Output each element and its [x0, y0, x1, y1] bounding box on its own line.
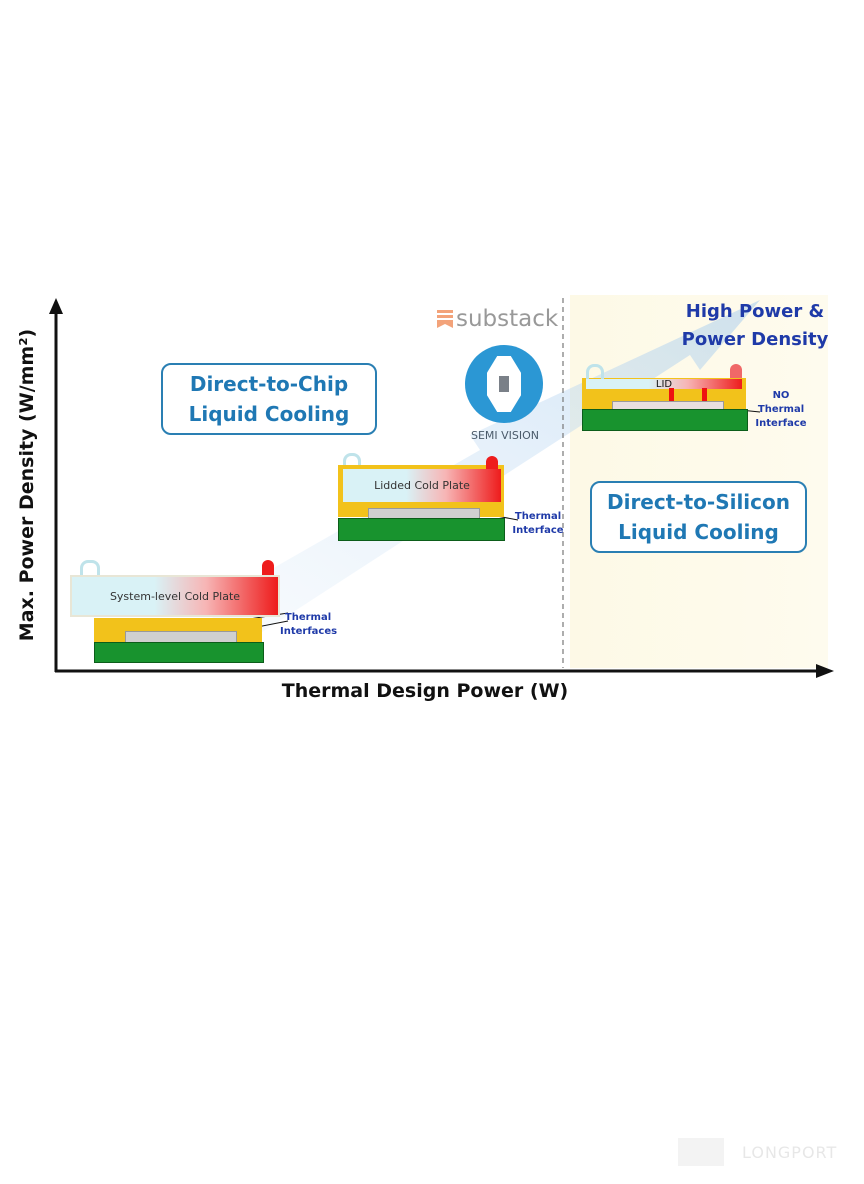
semi-vision-icon [487, 356, 521, 412]
direct-to-chip-callout: Direct-to-Chip Liquid Cooling [161, 363, 377, 435]
note-line: Thermal [514, 511, 562, 522]
cold-plate: System-level Cold Plate [70, 575, 280, 617]
direct-to-silicon-callout: Direct-to-Silicon Liquid Cooling [590, 481, 807, 553]
substack-icon [437, 310, 453, 328]
substack-wordmark: substack [456, 306, 559, 332]
note-line: Thermal [284, 612, 332, 623]
watermark-text: LONGPORT [742, 1142, 838, 1162]
outlet-pipe-icon [486, 456, 498, 470]
thermal-interface-note: Thermal Interface [512, 510, 564, 538]
no-thermal-interface-note: NO Thermal Interface [752, 389, 810, 431]
system-level-diagram: System-level Cold Plate [70, 560, 280, 665]
substack-logo: substack [437, 306, 558, 332]
note-line: Thermal [757, 404, 805, 415]
headline-line: Power Density [681, 329, 829, 350]
callout-line: Liquid Cooling [188, 402, 350, 426]
thermal-interfaces-note: Thermal Interfaces [280, 611, 338, 639]
high-power-headline: High Power & Power Density [680, 298, 830, 354]
coolant-channel [702, 388, 707, 402]
x-axis-arrowhead [816, 664, 834, 678]
inlet-pipe-icon [343, 453, 361, 470]
y-axis-label: Max. Power Density (W/mm²) [16, 328, 38, 642]
cold-plate: Lidded Cold Plate [343, 469, 501, 502]
semi-vision-wordmark: SEMI VISION [470, 429, 540, 442]
note-line: Interfaces [280, 626, 338, 637]
pcb-substrate [582, 409, 748, 431]
longport-icon [678, 1138, 724, 1166]
pcb-substrate [338, 518, 505, 541]
note-line: Interface [512, 525, 564, 536]
headline-line: High Power & [685, 301, 825, 322]
coolant-channel [669, 388, 674, 402]
callout-line: Direct-to-Chip [189, 372, 349, 396]
y-axis-arrowhead [49, 298, 63, 314]
lidded-diagram: Lidded Cold Plate [338, 453, 508, 541]
inlet-pipe-icon [586, 364, 604, 381]
note-line: Interface [755, 418, 807, 429]
callout-line: Direct-to-Silicon [606, 490, 790, 514]
x-axis-label: Thermal Design Power (W) [281, 680, 569, 702]
direct-to-silicon-diagram: LID [582, 364, 752, 432]
inlet-pipe-icon [80, 560, 100, 579]
outlet-pipe-icon [730, 364, 742, 378]
outlet-pipe-icon [262, 560, 274, 576]
pcb-substrate [94, 642, 264, 663]
lid-label: LID [586, 379, 742, 390]
callout-line: Liquid Cooling [618, 520, 779, 544]
semi-vision-logo [465, 345, 543, 423]
note-line: NO [772, 390, 790, 401]
longport-watermark: LONGPORT [678, 1138, 837, 1166]
